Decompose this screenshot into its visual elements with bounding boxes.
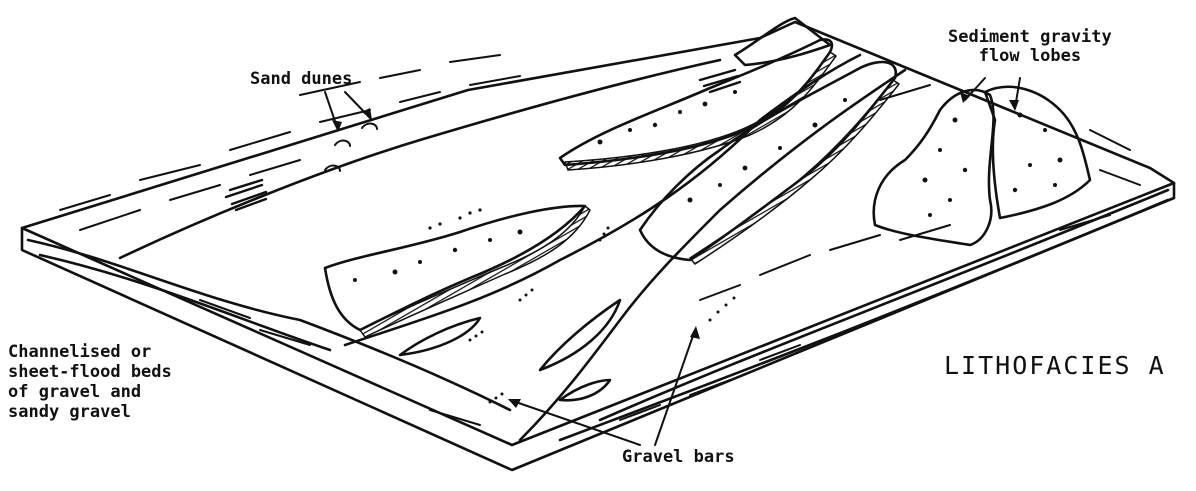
label-chan-line1: Channelised or [8, 342, 172, 362]
arrow-sand-dunes [325, 92, 370, 130]
label-chan-line3: of gravel and [8, 382, 172, 402]
label-sediment-gravity-flow-lobes: Sediment gravity flow lobes [948, 28, 1112, 65]
label-sand-dunes: Sand dunes [250, 70, 352, 89]
cross-bed-set-1 [226, 180, 266, 210]
sand-dune-1 [335, 141, 350, 146]
gravel-bar-central [640, 62, 896, 260]
gravel-bar-central-hatch [690, 80, 899, 264]
sand-dune-2 [362, 124, 377, 129]
sgf-lobe-left [874, 90, 994, 245]
small-bar-3 [560, 380, 610, 400]
arrowheads [332, 92, 1019, 408]
label-sgf-line1: Sediment gravity [948, 28, 1112, 47]
label-chan-line2: sheet-flood beds [8, 362, 172, 382]
gravel-bar-upper-hatch [565, 52, 836, 170]
channel-margin-3 [520, 70, 905, 440]
label-channelised-beds: Channelised or sheet-flood beds of grave… [8, 342, 172, 422]
label-chan-line4: sandy gravel [8, 402, 172, 422]
label-gravel-bars: Gravel bars [622, 448, 735, 467]
label-sgf-line2: flow lobes [948, 47, 1112, 66]
diagram-title: LITHOFACIES A [944, 352, 1166, 380]
